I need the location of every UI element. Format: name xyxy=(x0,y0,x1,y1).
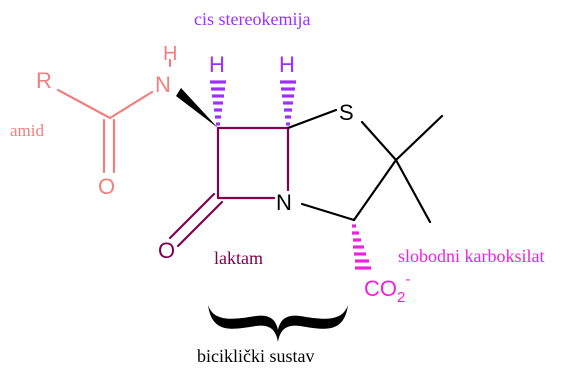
bond-r-to-carbonyl xyxy=(56,88,112,120)
carboxylate-label: CO2- xyxy=(364,271,410,306)
cis-hash-right xyxy=(280,80,296,126)
atom-lactam-o: O xyxy=(158,238,175,263)
atom-r: R xyxy=(36,68,52,93)
lactam-ring xyxy=(168,126,290,248)
bond-carbonyl-to-n xyxy=(108,90,154,120)
thiazolidine-ring xyxy=(286,108,444,224)
bicyclic-brace xyxy=(208,305,348,342)
bond-c3-to-n xyxy=(300,202,356,222)
bond-methyl-1 xyxy=(394,114,444,162)
label-cis-stereochemistry: cis stereokemija xyxy=(194,9,310,29)
label-free-carboxylate: slobodni karboksilat xyxy=(398,246,545,266)
bond-c-to-s xyxy=(286,108,338,130)
lactam-co-a xyxy=(168,192,216,240)
cis-hash-left xyxy=(210,80,226,126)
label-lactam: laktam xyxy=(214,248,263,268)
label-amide: amid xyxy=(10,121,44,140)
label-bicyclic-system: biciklički sustav xyxy=(197,346,314,366)
bond-s-to-cq xyxy=(360,120,398,162)
carboxylate-hash xyxy=(352,224,371,270)
atom-stereo-h-left: H xyxy=(209,52,225,77)
wedge-bond-n-to-ring xyxy=(176,88,218,128)
bond-cq-to-c3 xyxy=(352,158,398,222)
atom-stereo-h-right: H xyxy=(279,52,295,77)
amide-group xyxy=(56,58,172,174)
bond-methyl-2 xyxy=(394,158,432,224)
atom-amide-n: N xyxy=(155,72,171,97)
lactam-co-b xyxy=(176,200,224,248)
atom-amide-h: H xyxy=(163,43,177,65)
atom-sulfur: S xyxy=(339,100,354,125)
atom-ring-n: N xyxy=(276,190,292,215)
atom-amide-o: O xyxy=(98,174,115,199)
